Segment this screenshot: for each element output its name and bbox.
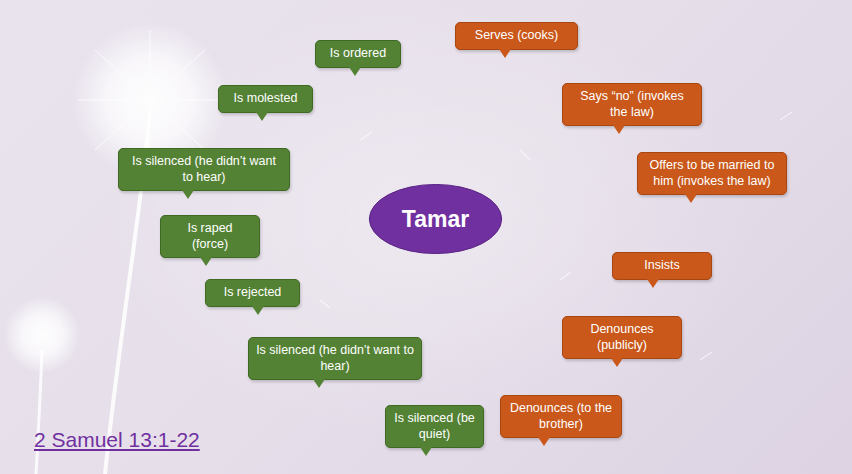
callout-text: Is ordered [323, 46, 393, 62]
callout-pointer [182, 190, 194, 199]
callout-text: Is rejected [213, 285, 292, 301]
suffered-callout: Is molested [218, 85, 313, 113]
callout-text: Says “no” (invokes the law) [570, 89, 694, 120]
callout-pointer [685, 194, 697, 203]
callout-pointer [252, 306, 264, 315]
callout-text: Is silenced (he didn’t want to hear) [256, 343, 414, 374]
callout-pointer [647, 279, 659, 288]
callout-text: Offers to be married to him (invokes the… [645, 158, 779, 189]
callout-pointer [611, 358, 623, 367]
callout-pointer [200, 257, 212, 266]
suffered-callout: Is silenced (be quiet) [385, 405, 484, 448]
callout-text: Serves (cooks) [463, 28, 570, 44]
action-callout: Denounces (publicly) [562, 316, 682, 359]
callout-pointer [313, 379, 325, 388]
suffered-callout: Is silenced (he didn’t want to hear) [248, 337, 422, 380]
center-title: Tamar [402, 206, 469, 233]
suffered-callout: Is ordered [315, 40, 401, 68]
callout-pointer [256, 112, 268, 121]
suffered-callout: Is raped (force) [160, 215, 260, 258]
action-callout: Insists [612, 252, 712, 280]
callout-text: Denounces (publicly) [570, 322, 674, 353]
action-callout: Offers to be married to him (invokes the… [637, 152, 787, 195]
callout-text: Insists [620, 258, 704, 274]
suffered-callout: Is silenced (he didn’t want to hear) [118, 148, 290, 191]
action-callout: Says “no” (invokes the law) [562, 83, 702, 126]
suffered-callout: Is rejected [205, 279, 300, 307]
callout-pointer [538, 437, 550, 446]
callout-text: Is silenced (he didn’t want to hear) [126, 154, 282, 185]
center-ellipse: Tamar [368, 183, 503, 255]
callout-pointer [420, 447, 432, 456]
scripture-reference: 2 Samuel 13:1-22 [34, 428, 200, 452]
callout-text: Is raped (force) [168, 221, 252, 252]
callout-pointer [613, 125, 625, 134]
callout-text: Is molested [226, 91, 305, 107]
action-callout: Serves (cooks) [455, 22, 578, 50]
callout-text: Denounces (to the brother) [508, 401, 614, 432]
callout-pointer [499, 49, 511, 58]
callout-pointer [349, 67, 361, 76]
action-callout: Denounces (to the brother) [500, 395, 622, 438]
callout-text: Is silenced (be quiet) [393, 411, 476, 442]
